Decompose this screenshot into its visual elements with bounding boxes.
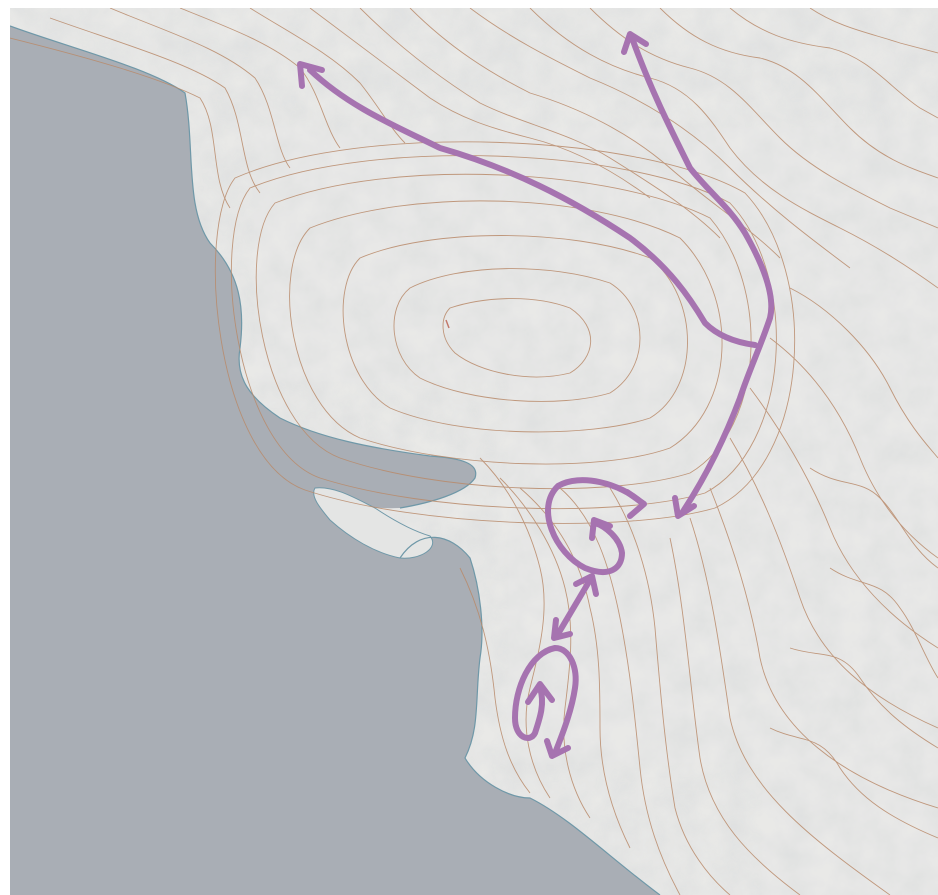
arrowhead-loop-upper-start: [589, 517, 613, 541]
arrowhead-loop-lower-start: [525, 681, 555, 705]
arrowhead-loop-lower-end: [544, 738, 571, 759]
contour-lines: [10, 8, 938, 895]
arrowhead-double-bottom: [551, 617, 573, 641]
route-arrows: [297, 31, 775, 759]
coastline: [10, 25, 661, 895]
map-view[interactable]: [10, 8, 938, 895]
route-loop-lower: [512, 645, 579, 756]
route-northwest: [307, 67, 758, 348]
island: [313, 487, 433, 559]
arrowhead-north-top: [621, 31, 649, 55]
route-loop-upper: [545, 477, 645, 575]
arrowhead-northwest: [297, 61, 325, 89]
arrowhead-loop-upper-end: [624, 489, 647, 519]
arrowhead-north-bottom: [672, 495, 697, 519]
route-double-arrow: [555, 577, 593, 637]
topographic-map[interactable]: [10, 8, 938, 895]
arrowhead-double-top: [573, 573, 599, 597]
marker: [445, 319, 450, 329]
route-north: [629, 35, 775, 516]
